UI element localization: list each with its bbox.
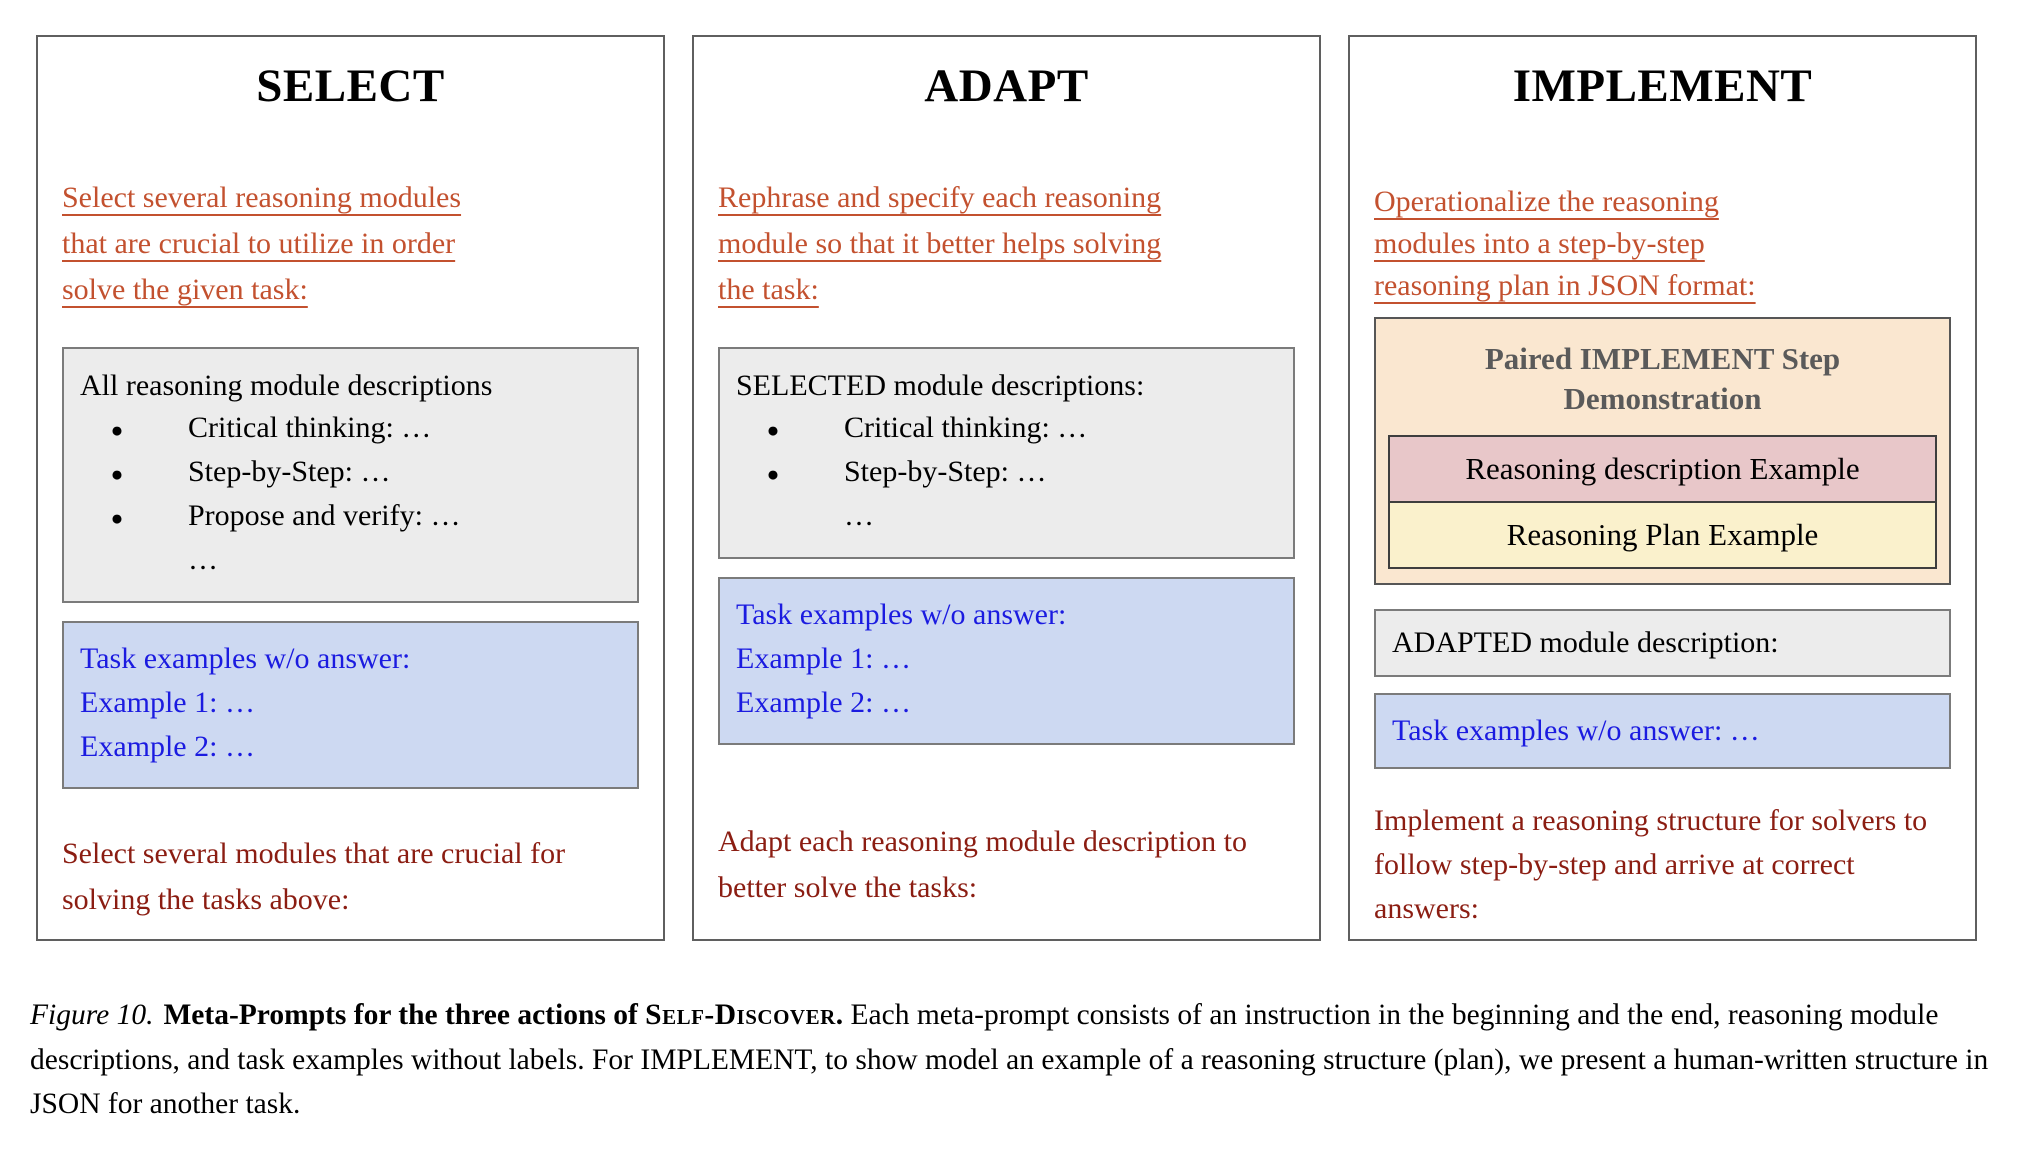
module-item: ● Step-by-Step: … (736, 451, 1277, 495)
module-item: ● Step-by-Step: … (80, 451, 621, 495)
task-examples-line: Task examples w/o answer: (80, 642, 411, 675)
select-modules-header: All reasoning module descriptions (80, 369, 493, 402)
panel-adapt-title: ADAPT (924, 60, 1089, 112)
module-item-label: Propose and verify: … (188, 499, 461, 532)
adapt-top-instruction-line: Rephrase and specify each reasoning (718, 181, 1162, 214)
bullet-icon: ● (110, 506, 124, 530)
adapt-modules-header: SELECTED module descriptions: (736, 369, 1145, 402)
select-task-examples-box: Task examples w/o answer: Example 1: … E… (62, 621, 639, 789)
select-top-instruction-line: solve the given task: (62, 273, 308, 306)
implement-top-instruction-line: Operationalize the reasoning (1374, 185, 1719, 218)
panel-select: SELECT Select several reasoning modules … (36, 35, 665, 941)
module-item-label: Step-by-Step: … (188, 455, 391, 488)
reasoning-description-example-box: Reasoning description Example (1388, 435, 1937, 503)
bullet-icon: ● (110, 418, 124, 442)
modules-ellipsis: … (188, 543, 218, 576)
bullet-icon: ● (110, 462, 124, 486)
implement-top-instruction: Operationalize the reasoning modules int… (1374, 181, 1951, 307)
panel-implement-title: IMPLEMENT (1512, 60, 1813, 112)
task-examples-line: Task examples w/o answer: (736, 598, 1067, 631)
adapt-modules-box: SELECTED module descriptions: ● Critical… (718, 347, 1295, 559)
figure-caption: Figure 10. Meta-Prompts for the three act… (30, 993, 2022, 1127)
module-item: ● Critical thinking: … (80, 407, 621, 451)
adapt-top-instruction: Rephrase and specify each reasoning modu… (718, 175, 1295, 313)
task-examples-line: Example 1: … (80, 686, 255, 719)
adapted-module-description-box: ADAPTED module description: (1374, 609, 1951, 677)
figure-caption-bold-period: . (835, 999, 844, 1031)
select-bottom-instruction: Select several modules that are crucial … (62, 837, 566, 916)
figure-caption-label: Figure 10. (30, 999, 154, 1031)
figure-caption-body: Each meta-prompt consists of an instruct… (30, 999, 1989, 1120)
implement-bottom-instruction: Implement a reasoning structure for solv… (1374, 804, 1928, 925)
module-item-label: Step-by-Step: … (844, 455, 1047, 488)
implement-top-instruction-line: modules into a step-by-step (1374, 227, 1705, 260)
select-top-instruction-line: that are crucial to utilize in order (62, 227, 456, 260)
select-modules-box: All reasoning module descriptions ● Crit… (62, 347, 639, 603)
demo-box-header: Paired IMPLEMENT Step Demonstration (1484, 341, 1841, 416)
panel-adapt: ADAPT Rephrase and specify each reasonin… (692, 35, 1321, 941)
task-examples-line: Example 1: … (736, 642, 911, 675)
adapt-top-instruction-line: module so that it better helps solving (718, 227, 1162, 260)
task-examples-line: Example 2: … (736, 686, 911, 719)
panel-implement: IMPLEMENT Operationalize the reasoning m… (1348, 35, 1977, 941)
task-examples-line: Task examples w/o answer: … (1392, 714, 1760, 747)
modules-ellipsis: … (844, 499, 874, 532)
panel-select-title: SELECT (256, 60, 445, 112)
select-top-instruction-line: Select several reasoning modules (62, 181, 462, 214)
figure-caption-method-name: Self-Discover (645, 999, 836, 1031)
module-item-label: Critical thinking: … (188, 411, 432, 444)
task-examples-line: Example 2: … (80, 730, 255, 763)
module-item-label: Critical thinking: … (844, 411, 1088, 444)
module-item: ● Critical thinking: … (736, 407, 1277, 451)
bullet-icon: ● (766, 418, 780, 442)
bullet-icon: ● (766, 462, 780, 486)
adapt-top-instruction-line: the task: (718, 273, 819, 306)
reasoning-plan-example-box: Reasoning Plan Example (1388, 501, 1937, 569)
meta-prompt-panels: SELECT Select several reasoning modules … (36, 35, 1977, 941)
adapt-task-examples-box: Task examples w/o answer: Example 1: … E… (718, 577, 1295, 745)
module-item: ● Propose and verify: … (80, 495, 621, 539)
implement-top-instruction-line: reasoning plan in JSON format: (1374, 269, 1756, 302)
implement-task-examples-box: Task examples w/o answer: … (1374, 693, 1951, 769)
select-top-instruction: Select several reasoning modules that ar… (62, 175, 639, 313)
paired-implement-demo-box: Paired IMPLEMENT Step Demonstration Reas… (1374, 317, 1951, 585)
adapt-bottom-instruction: Adapt each reasoning module description … (718, 825, 1248, 904)
figure-caption-bold-lead: Meta-Prompts for the three actions of (163, 999, 646, 1031)
